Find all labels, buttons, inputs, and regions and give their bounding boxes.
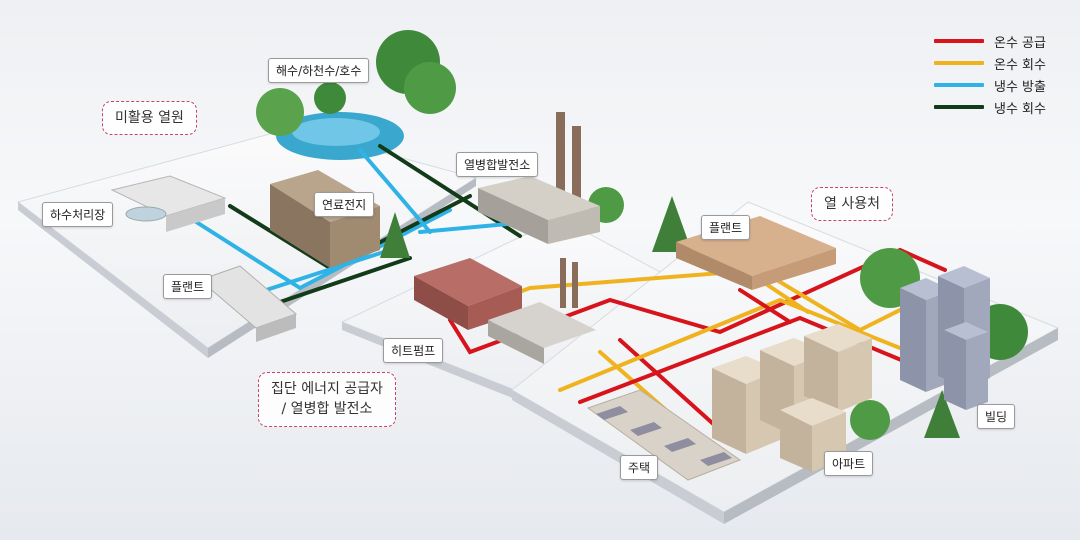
label-heat-pump: 히트펌프 (383, 338, 444, 363)
legend-item: 온수 회수 (934, 52, 1046, 74)
legend-swatch (934, 61, 984, 65)
label-building: 빌딩 (977, 404, 1016, 429)
pipe-legend: 온수 공급 온수 회수 냉수 방출 냉수 회수 (934, 30, 1046, 118)
legend-label: 냉수 회수 (994, 101, 1046, 117)
legend-item: 온수 공급 (934, 30, 1046, 52)
sewage-plant (110, 175, 227, 232)
label-plant-left: 플랜트 (163, 274, 213, 299)
zone-supplier-line2: / 열병합 발전소 (281, 401, 373, 418)
legend-item: 냉수 회수 (934, 96, 1046, 118)
zone-energy-supplier: 집단 에너지 공급자 / 열병합 발전소 (258, 372, 396, 427)
legend-item: 냉수 방출 (934, 74, 1046, 96)
zone-unused-heat-text: 미활용 열원 (115, 110, 184, 126)
legend-label: 온수 공급 (994, 35, 1046, 51)
label-sewage-plant: 하수처리장 (42, 202, 114, 227)
label-chp-plant: 열병합발전소 (456, 152, 539, 177)
zone-heat-user-text: 열 사용처 (824, 196, 880, 212)
zone-supplier-line1: 집단 에너지 공급자 (271, 381, 383, 397)
label-apartment: 아파트 (824, 451, 874, 476)
legend-swatch (934, 105, 984, 109)
zone-heat-user: 열 사용처 (811, 187, 893, 222)
plant-left (199, 265, 297, 342)
legend-label: 온수 회수 (994, 57, 1046, 73)
legend-swatch (934, 39, 984, 43)
label-house: 주택 (620, 455, 659, 480)
legend-label: 냉수 방출 (994, 79, 1046, 95)
pond (276, 112, 404, 160)
label-fuel-cell: 연료전지 (314, 192, 375, 217)
legend-swatch (934, 83, 984, 87)
skyscrapers (900, 266, 990, 410)
label-plant-right: 플랜트 (701, 215, 751, 240)
zone-unused-heat-source: 미활용 열원 (102, 101, 197, 136)
heat-pump-unit (414, 258, 596, 364)
label-water-source: 해수/하천수/호수 (268, 58, 370, 83)
trees (256, 30, 1028, 440)
chp-plant-building (478, 112, 600, 244)
apartment-buildings (712, 324, 872, 472)
